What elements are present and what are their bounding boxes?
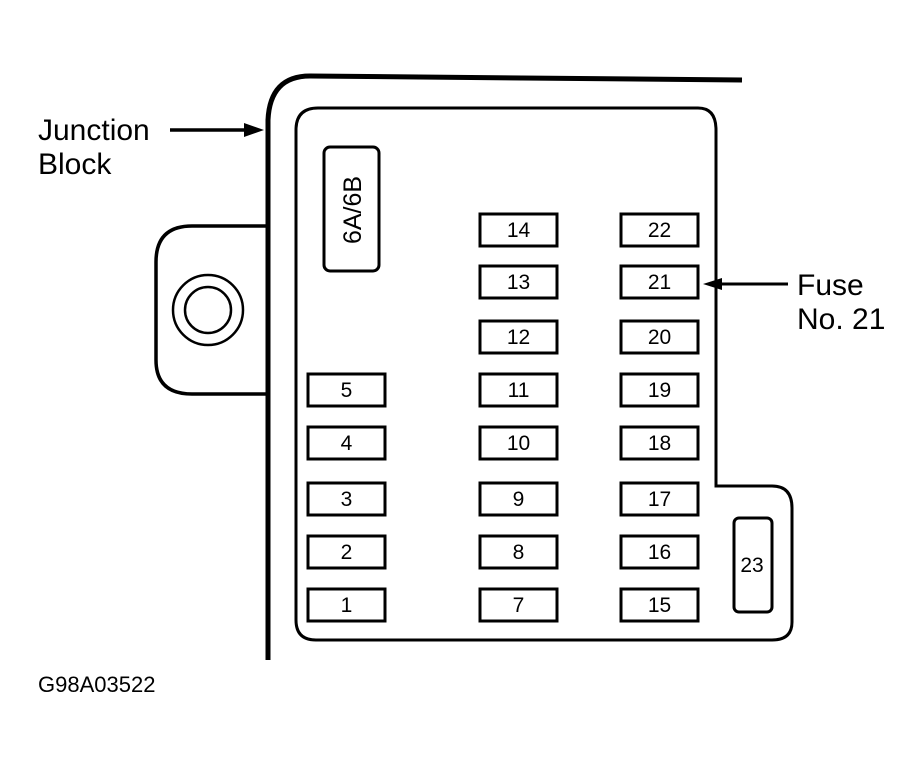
fuse-11-body [478,372,559,408]
fuse-7-body [478,587,559,623]
fuse-19-label: 19 [648,379,671,402]
junction-block-label-line1: Junction [38,114,150,147]
fuse-15[interactable]: 15 [619,587,700,623]
fuse-12-body [478,319,559,355]
fuse-18-body [619,425,700,461]
fuse-20-body [619,319,700,355]
junction-block-arrowhead [244,123,264,137]
fuse-16[interactable]: 16 [619,534,700,570]
fuse-11[interactable]: 11 [478,372,559,408]
fuse-callout-arrowhead [703,278,722,290]
fuse-10-body [478,425,559,461]
fuse-16-body [619,534,700,570]
fuse-callout-line1: Fuse [797,269,864,302]
relay-label: 6A/6B [339,176,367,244]
fuse-5-label: 5 [341,379,353,402]
fuse-12-label: 12 [507,326,530,349]
fuse-3-label: 3 [341,488,353,511]
fuse-1-label: 1 [341,594,353,617]
fuse-20[interactable]: 20 [619,319,700,355]
fuse-4-body [306,425,387,461]
fuse-21-body [619,264,700,300]
fuse-1-body [306,587,387,623]
fuse-9-label: 9 [513,488,525,511]
fuse-19-body [619,372,700,408]
fuse-7[interactable]: 7 [478,587,559,623]
fuse-1[interactable]: 1 [306,587,387,623]
fuse-3-body [306,481,387,517]
fuse-callout-line2: No. 21 [797,303,885,336]
mounting-hole-outer [171,273,245,347]
fuse-22[interactable]: 22 [619,212,700,248]
fuse-22-label: 22 [648,219,671,242]
fuse-23[interactable]: 23 [732,516,774,614]
fuse-18-label: 18 [648,432,671,455]
fuse-11-label: 11 [508,379,530,402]
fuse-20-label: 20 [648,326,671,349]
fuse-2-label: 2 [341,541,353,564]
fuse-2[interactable]: 2 [306,534,387,570]
fuse-17-body [619,481,700,517]
fuse-13[interactable]: 13 [478,264,559,300]
fuse-5[interactable]: 5 [306,372,387,408]
fuse-9[interactable]: 9 [478,481,559,517]
fuse-13-label: 13 [507,271,530,294]
fuse-17-label: 17 [648,488,671,511]
fuse-14[interactable]: 14 [478,212,559,248]
fuse-8[interactable]: 8 [478,534,559,570]
fuse-15-body [619,587,700,623]
junction-block-label-line2: Block [38,148,112,181]
fuse-2-body [306,534,387,570]
fuse-13-body [478,264,559,300]
fuse-3[interactable]: 3 [306,481,387,517]
fuse-4-label: 4 [341,432,353,455]
fuse-7-label: 7 [513,594,525,617]
fuse-5-body [306,372,387,408]
fuse-9-body [478,481,559,517]
junction-block-callout: Junction Block [38,114,264,181]
fuse-14-label: 14 [507,219,531,242]
fuse-22-body [619,212,700,248]
fuse-10[interactable]: 10 [478,425,559,461]
fuse-12[interactable]: 12 [478,319,559,355]
fuse-15-label: 15 [648,594,671,617]
fuse-10-label: 10 [507,432,530,455]
fuse-16-label: 16 [648,541,671,564]
mounting-tab [154,224,266,396]
fuse-21-label: 21 [648,271,671,294]
fuse-19[interactable]: 19 [619,372,700,408]
fuse-8-label: 8 [513,541,525,564]
fuse-14-body [478,212,559,248]
relay-6a-6b[interactable]: 6A/6B [322,145,381,273]
fuse-4[interactable]: 4 [306,425,387,461]
fuse-17[interactable]: 17 [619,481,700,517]
fuse-23-label: 23 [740,554,763,577]
fuse-8-body [478,534,559,570]
junction-block-housing [265,73,743,660]
fuse-21-callout: Fuse No. 21 [703,269,885,336]
fuse-panel-outline [294,106,794,642]
fuse-21[interactable]: 21 [619,264,700,300]
fuse-18[interactable]: 18 [619,425,700,461]
figure-code: G98A03522 [38,672,155,697]
mounting-hole-inner [183,285,233,335]
